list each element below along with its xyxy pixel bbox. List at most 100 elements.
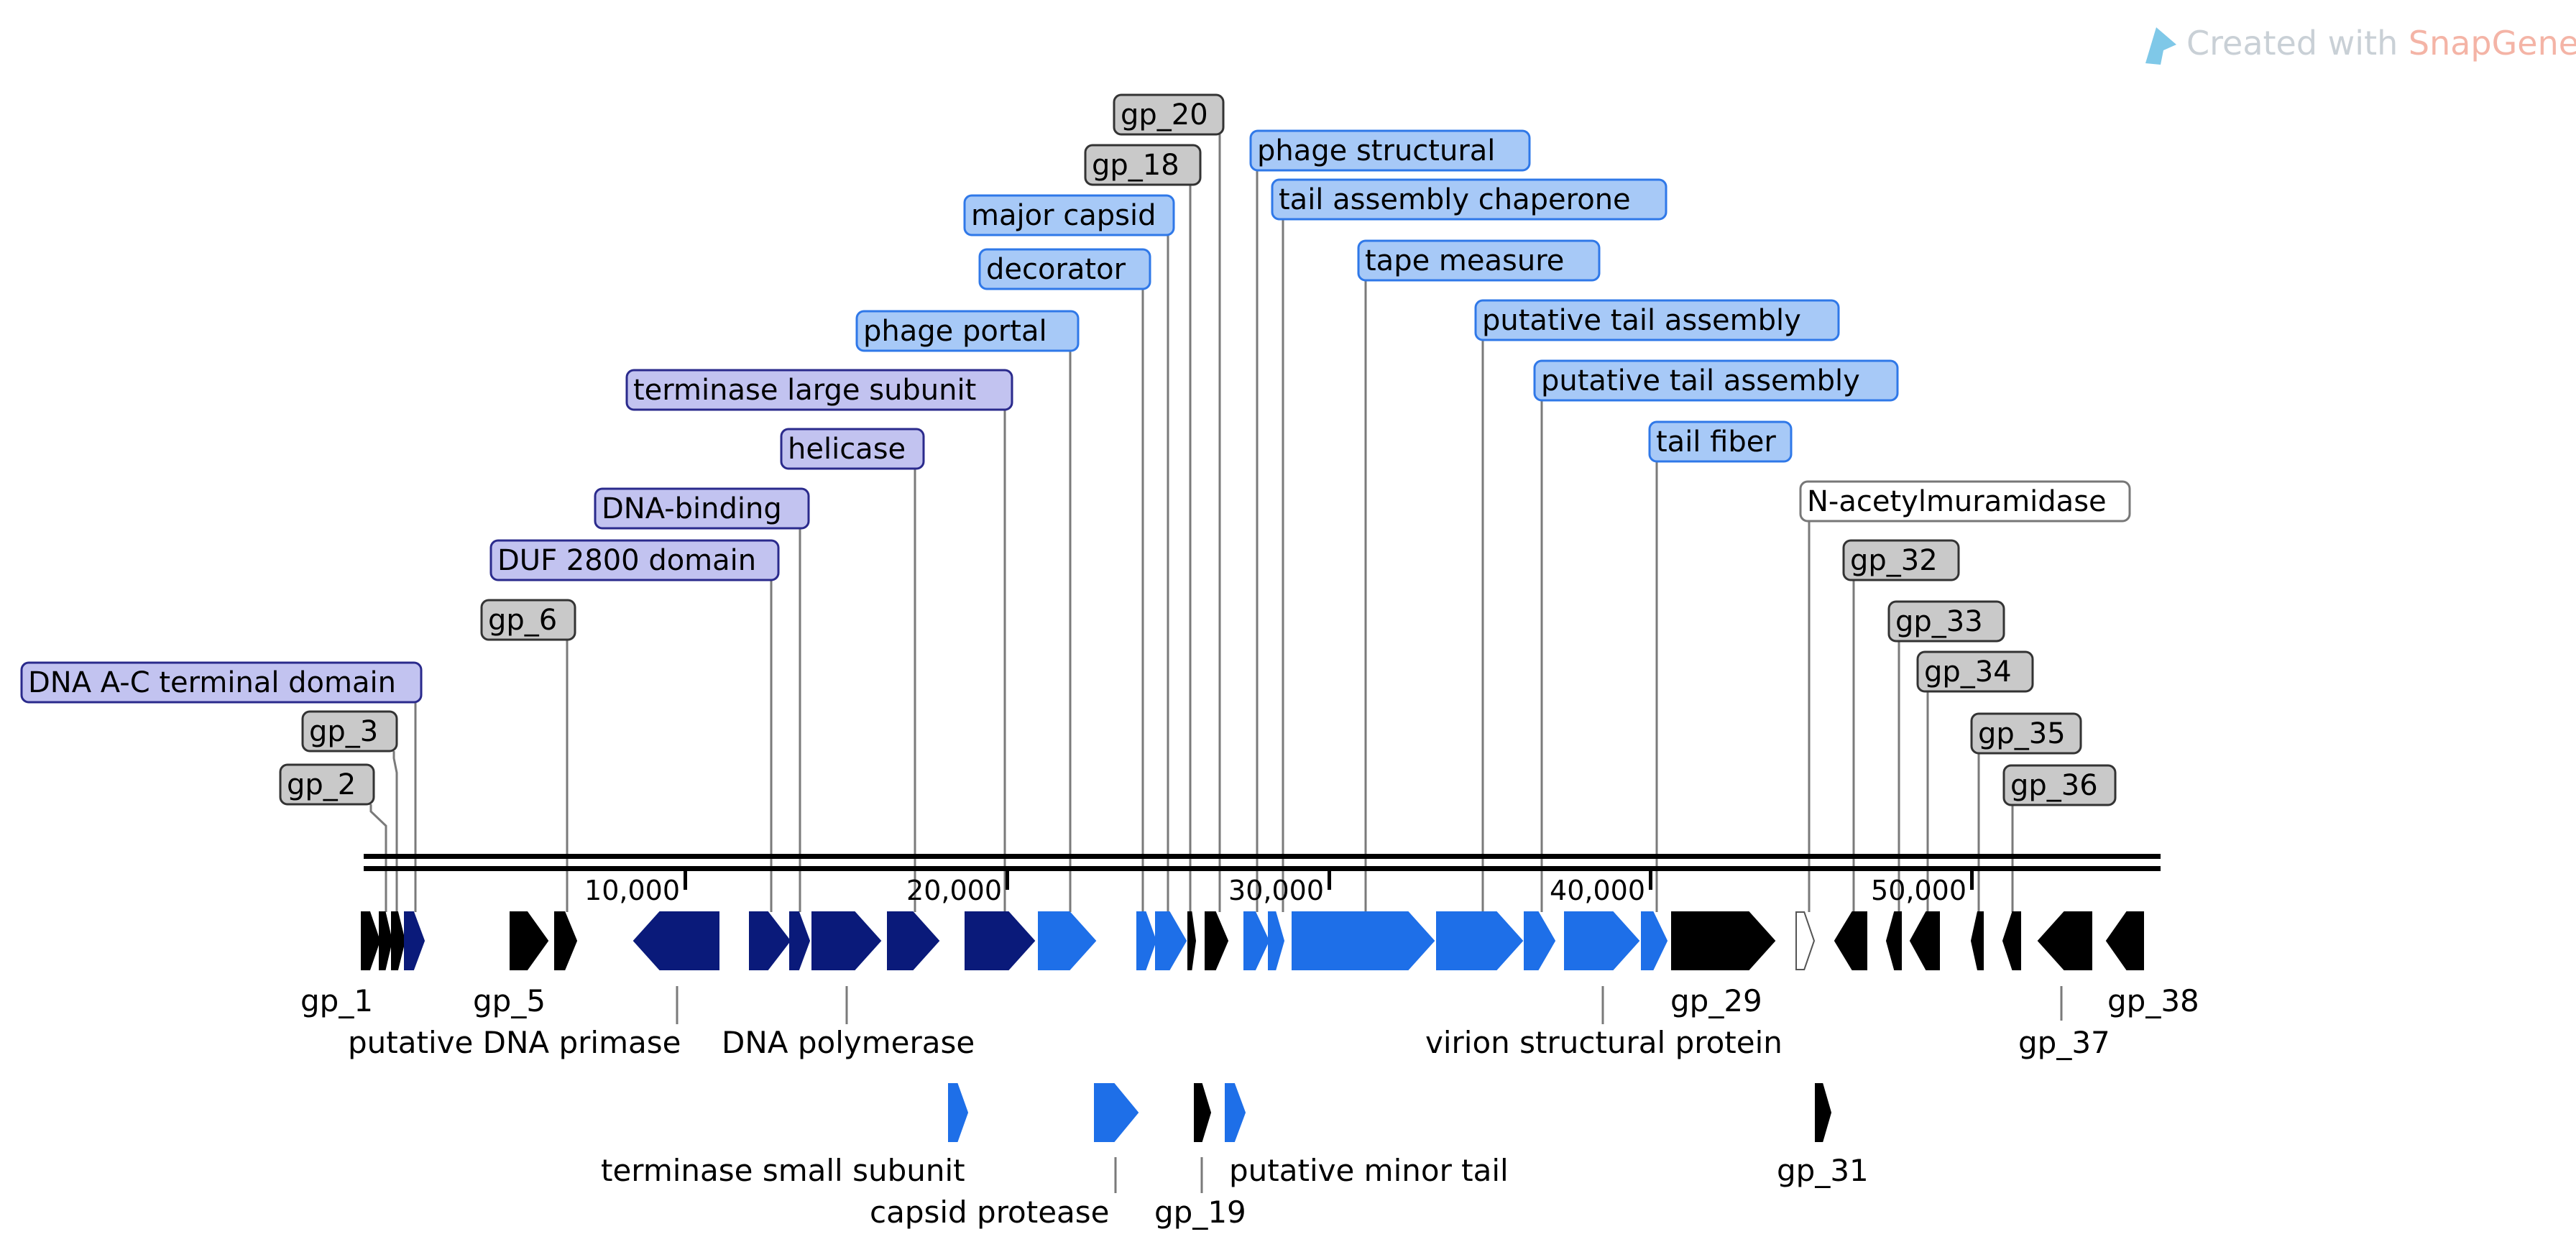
feature-label-gp-3[interactable]: gp_3 <box>301 710 398 753</box>
axis-tick-label: 30,000 <box>1228 875 1324 906</box>
feature-arrow[interactable] <box>948 1083 969 1142</box>
feature-label-virion-structural-protein[interactable]: virion structural protein <box>1425 1025 1782 1060</box>
feature-arrow[interactable] <box>1885 911 1902 970</box>
feature-arrow[interactable] <box>749 911 791 970</box>
feature-label-dna-a-c-terminal-domain[interactable]: DNA A-C terminal domain <box>20 661 423 704</box>
feature-arrow[interactable] <box>1243 911 1270 970</box>
feature-label-tape-measure[interactable]: tape measure <box>1357 239 1601 282</box>
feature-arrow[interactable] <box>1187 911 1197 970</box>
feature-label-tail-fiber[interactable]: tail fiber <box>1648 420 1793 463</box>
feature-arrow[interactable] <box>510 911 549 970</box>
feature-label-terminase-small-subunit[interactable]: terminase small subunit <box>601 1153 965 1188</box>
feature-arrow[interactable] <box>404 911 426 970</box>
label-box <box>301 710 398 753</box>
label-box <box>1799 480 2131 523</box>
feature-arrow[interactable] <box>1136 911 1157 970</box>
backbone-strand-top <box>364 854 2161 859</box>
feature-label-n-acetylmuramidase[interactable]: N-acetylmuramidase <box>1799 480 2131 523</box>
label-text: gp_2 <box>287 768 356 801</box>
label-text: DNA A-C terminal domain <box>28 666 396 699</box>
feature-label-capsid-protease[interactable]: capsid protease <box>870 1195 1110 1230</box>
label-text: helicase <box>788 433 906 466</box>
feature-label-gp-33[interactable]: gp_33 <box>1887 600 2005 643</box>
feature-label-gp-34[interactable]: gp_34 <box>1916 650 2034 693</box>
feature-label-phage-structural[interactable]: phage structural <box>1249 129 1531 172</box>
feature-arrow[interactable] <box>2002 911 2021 970</box>
feature-label-dna-polymerase[interactable]: DNA polymerase <box>722 1025 975 1060</box>
feature-arrow[interactable] <box>391 911 406 970</box>
axis-tick-label: 50,000 <box>1871 875 1966 906</box>
feature-label-gp-29[interactable]: gp_29 <box>1670 983 1762 1018</box>
feature-label-gp-5[interactable]: gp_5 <box>473 983 546 1018</box>
feature-label-phage-portal[interactable]: phage portal <box>855 310 1080 352</box>
feature-arrow[interactable] <box>1225 1083 1246 1142</box>
feature-arrow[interactable] <box>632 911 719 970</box>
feature-arrow[interactable] <box>1909 911 1940 970</box>
plain-feature-labels: gp_1 gp_5 putative DNA primase DNA polymera… <box>300 983 2199 1230</box>
feature-label-tail-assembly-chaperone[interactable]: tail assembly chaperone <box>1271 178 1668 221</box>
feature-arrow[interactable] <box>1038 911 1097 970</box>
watermark-brand: SnapGene <box>2409 24 2576 63</box>
feature-label-putative-tail-assembly[interactable]: putative tail assembly <box>1533 359 1899 402</box>
label-text: terminase large subunit <box>633 374 976 407</box>
feature-label-putative-dna-primase[interactable]: putative DNA primase <box>348 1025 681 1060</box>
feature-label-gp-18[interactable]: gp_18 <box>1084 144 1202 186</box>
feature-arrow[interactable] <box>887 911 940 970</box>
feature-arrow[interactable] <box>1094 1083 1139 1142</box>
feature-arrow[interactable] <box>1436 911 1524 970</box>
feature-label-helicase[interactable]: helicase <box>780 428 925 470</box>
label-box <box>1113 93 1225 136</box>
feature-arrow[interactable] <box>1524 911 1556 970</box>
feature-label-gp-32[interactable]: gp_32 <box>1842 539 1960 581</box>
feature-arrow[interactable] <box>1194 1083 1212 1142</box>
feature-label-gp-37[interactable]: gp_37 <box>2018 1025 2110 1060</box>
feature-label-gp-35[interactable]: gp_35 <box>1970 712 2082 755</box>
feature-arrow[interactable] <box>379 911 393 970</box>
feature-label-gp-19[interactable]: gp_19 <box>1154 1195 1246 1230</box>
feature-arrow[interactable] <box>1292 911 1435 970</box>
feature-label-gp-2[interactable]: gp_2 <box>279 763 375 806</box>
feature-label-gp-6[interactable]: gp_6 <box>480 599 576 641</box>
feature-arrow[interactable] <box>1641 911 1668 970</box>
feature-arrow[interactable] <box>554 911 578 970</box>
feature-label-gp-38[interactable]: gp_38 <box>2107 983 2199 1018</box>
feature-arrow[interactable] <box>2105 911 2144 970</box>
label-box <box>489 539 780 581</box>
feature-label-decorator[interactable]: decorator <box>978 248 1151 290</box>
label-box <box>279 763 375 806</box>
label-box <box>978 248 1151 290</box>
feature-label-dna-binding[interactable]: DNA-binding <box>594 487 810 530</box>
label-box <box>1357 239 1601 282</box>
feature-label-putative-minor-tail[interactable]: putative minor tail <box>1229 1153 1509 1188</box>
feature-label-terminase-large-subunit[interactable]: terminase large subunit <box>625 369 1013 411</box>
feature-arrow[interactable] <box>2037 911 2092 970</box>
label-box <box>1842 539 1960 581</box>
feature-label-gp-20[interactable]: gp_20 <box>1113 93 1225 136</box>
label-text: gp_34 <box>1924 655 2012 689</box>
feature-arrow[interactable] <box>1815 1083 1832 1142</box>
feature-arrow[interactable] <box>1155 911 1187 970</box>
label-text: tail fiber <box>1656 425 1776 459</box>
feature-label-gp-36[interactable]: gp_36 <box>2002 764 2117 806</box>
feature-arrow[interactable] <box>1834 911 1867 970</box>
feature-label-gp-1[interactable]: gp_1 <box>300 983 373 1018</box>
feature-arrow[interactable] <box>1205 911 1229 970</box>
feature-arrow[interactable] <box>1564 911 1640 970</box>
feature-arrow[interactable] <box>1671 911 1776 970</box>
label-text: phage portal <box>863 315 1047 348</box>
feature-arrow[interactable] <box>789 911 811 970</box>
feature-label-duf-2800-domain[interactable]: DUF 2800 domain <box>489 539 780 581</box>
feature-arrow[interactable] <box>811 911 882 970</box>
feature-label-gp-31[interactable]: gp_31 <box>1777 1153 1869 1188</box>
label-text: major capsid <box>971 199 1156 232</box>
feature-arrow[interactable] <box>1268 911 1285 970</box>
feature-label-major-capsid[interactable]: major capsid <box>963 194 1175 236</box>
axis-tick-mark <box>1006 871 1009 890</box>
feature-arrow[interactable] <box>1970 911 1984 970</box>
feature-arrow[interactable] <box>1795 911 1816 970</box>
feature-label-putative-tail-assembly[interactable]: putative tail assembly <box>1474 299 1840 341</box>
feature-arrow[interactable] <box>965 911 1036 970</box>
label-box <box>1970 712 2082 755</box>
feature-arrow[interactable] <box>361 911 381 970</box>
